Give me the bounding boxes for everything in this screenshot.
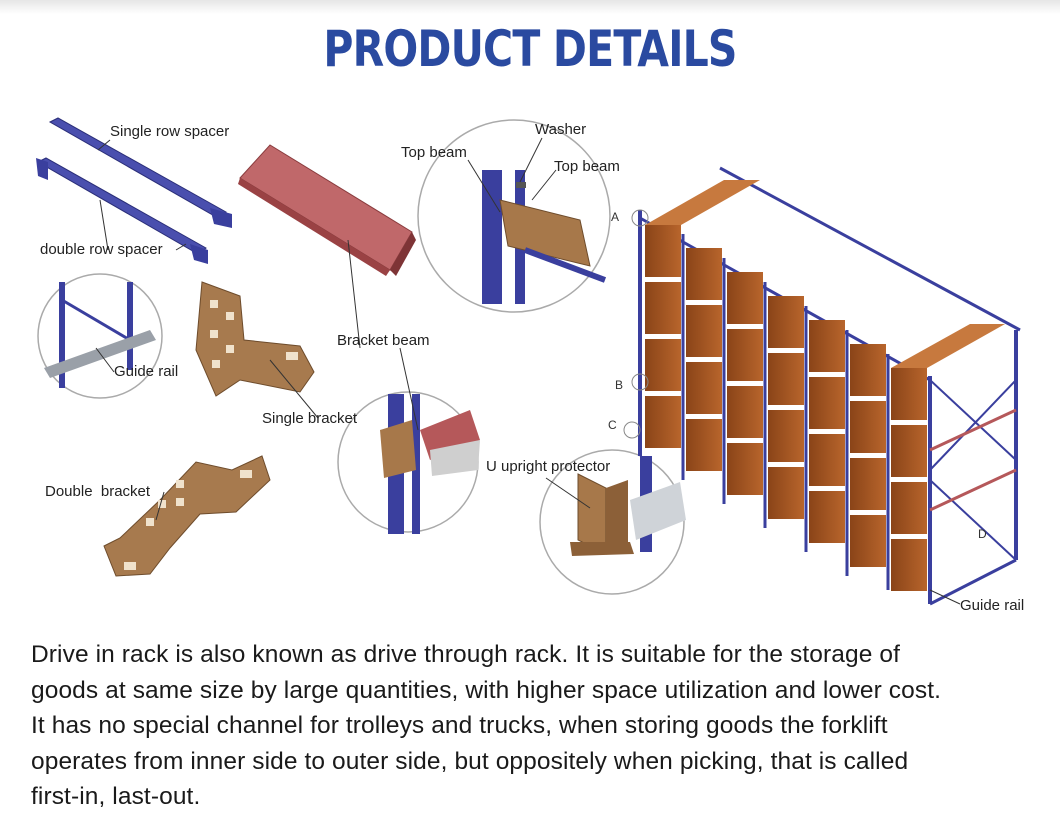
- label-top-beam-right: Top beam: [554, 158, 620, 175]
- label-top-beam-left: Top beam: [401, 144, 467, 161]
- single-bracket-part: [195, 281, 315, 397]
- double-row-spacer-part: [36, 157, 208, 264]
- double-bracket-part: [103, 455, 271, 577]
- description-line: Drive in rack is also known as drive thr…: [31, 641, 901, 668]
- pallet-grid: [645, 180, 1005, 591]
- marker-c: C: [608, 418, 617, 432]
- label-bracket-beam: Bracket beam: [337, 332, 430, 349]
- leader-lines: [95, 137, 961, 605]
- label-double-bracket: Double bracket: [45, 483, 151, 500]
- label-single-bracket: Single bracket: [262, 410, 358, 427]
- top-beam-detail: [417, 119, 611, 313]
- label-double-row-spacer: double row spacer: [40, 241, 163, 258]
- top-shade: [0, 0, 1060, 14]
- page-title: PRODUCT DETAILS: [323, 20, 737, 78]
- drive-in-rack: [623, 166, 1021, 606]
- marker-d: D: [978, 527, 987, 541]
- marker-a: A: [611, 210, 619, 224]
- label-u-upright-protector: U upright protector: [486, 458, 610, 475]
- label-single-row-spacer: Single row spacer: [110, 123, 229, 140]
- label-washer: Washer: [535, 121, 586, 138]
- description: Drive in rack is also known as drive thr…: [31, 637, 1031, 815]
- upright-protector-detail: [539, 449, 686, 595]
- single-row-spacer-part: [48, 117, 232, 228]
- guide-rail-detail: [37, 273, 163, 399]
- description-line: operates from inner side to outer side, …: [31, 747, 909, 775]
- label-guide-rail-left: Guide rail: [114, 363, 178, 380]
- description-line: goods at same size by large quantities, …: [31, 676, 942, 704]
- bracket-beam-detail: [337, 391, 480, 534]
- marker-b: B: [615, 378, 623, 392]
- description-line: It has no special channel for trolleys a…: [31, 712, 888, 739]
- bracket-beam-part: [238, 144, 416, 276]
- label-guide-rail-right: Guide rail: [960, 597, 1024, 614]
- description-line: first-in, last-out.: [31, 783, 201, 810]
- product-diagram: Single row spacer double row spacer Guid…: [36, 117, 1024, 614]
